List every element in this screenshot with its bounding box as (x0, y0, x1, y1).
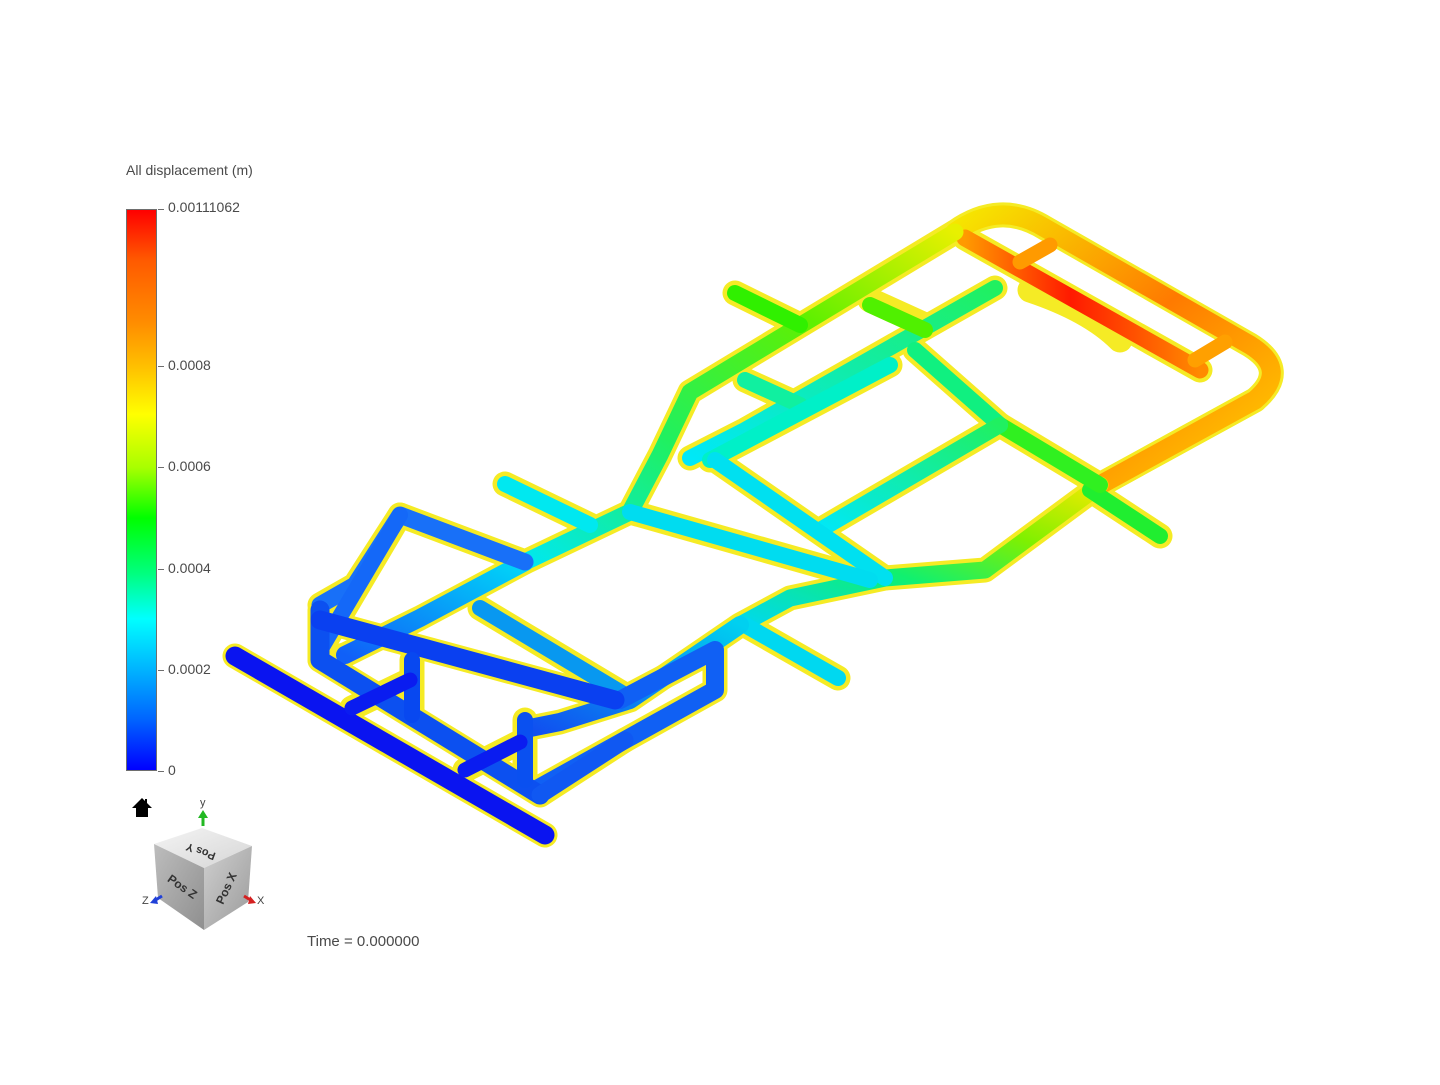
legend-label-0004: 0.0004 (168, 560, 211, 576)
legend-label-0008: 0.0008 (168, 357, 211, 373)
colorbar (126, 209, 157, 771)
legend-tick-0008 (158, 366, 164, 367)
home-icon (132, 798, 152, 817)
y-axis-arrow (198, 810, 208, 826)
legend-tick-0 (158, 771, 164, 772)
z-axis-label: Z (142, 895, 149, 907)
time-label: Time = 0.000000 (307, 933, 420, 950)
y-axis-label: y (200, 797, 206, 809)
legend-tick-0004 (158, 569, 164, 570)
legend-tick-0006 (158, 467, 164, 468)
view-cube[interactable]: y Pos Y Pos Z Pos X Z X (136, 796, 272, 936)
x-axis-arrow (243, 894, 256, 904)
legend-tick-0002 (158, 670, 164, 671)
cube-face-pos-y[interactable] (154, 828, 252, 868)
cube-face-pos-x[interactable] (204, 846, 252, 930)
legend-label-0: 0 (168, 762, 176, 778)
z-axis-arrow (150, 894, 163, 904)
legend-label-0002: 0.0002 (168, 661, 211, 677)
legend-label-max: 0.00111062 (168, 199, 240, 215)
legend-label-0006: 0.0006 (168, 458, 211, 474)
x-axis-label: X (257, 895, 265, 907)
cube-face-pos-z[interactable] (154, 844, 204, 930)
home-view-button[interactable] (130, 796, 154, 820)
legend-title: All displacement (m) (126, 162, 253, 178)
legend-tick-max (158, 209, 164, 210)
